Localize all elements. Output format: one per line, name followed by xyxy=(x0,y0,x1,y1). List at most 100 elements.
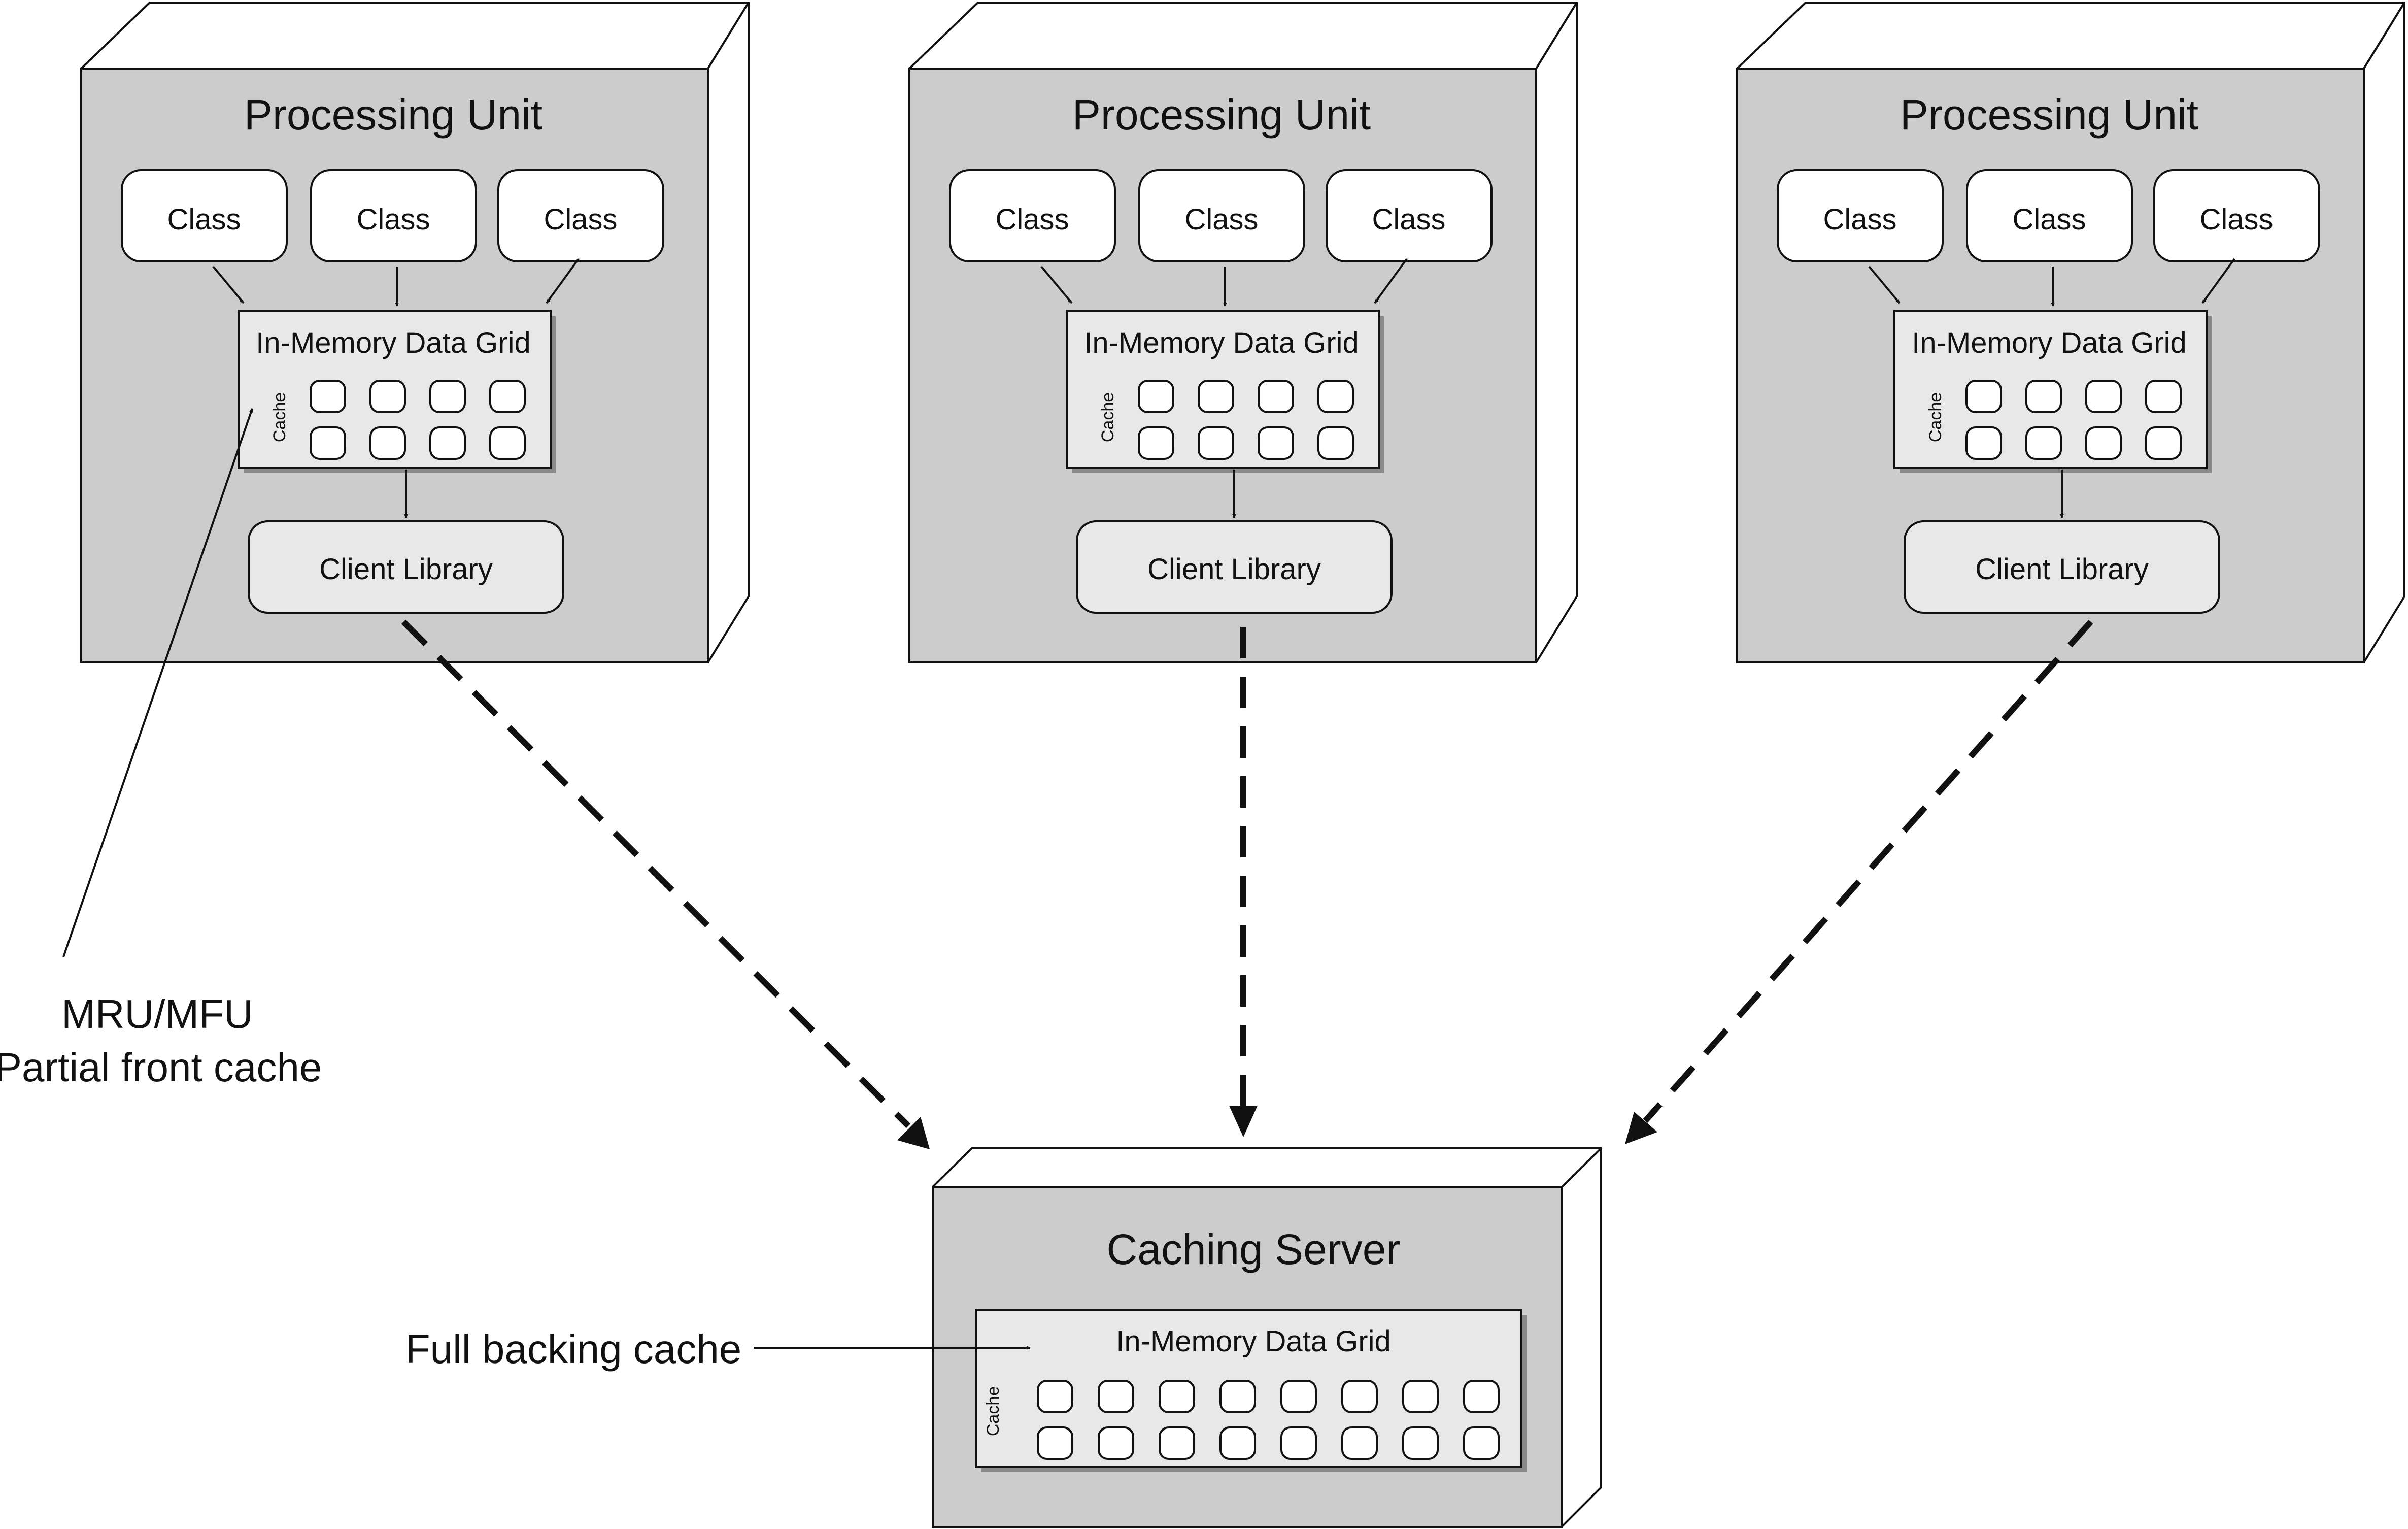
server-box-side xyxy=(1561,1147,1602,1527)
dashed-connection xyxy=(401,619,911,1128)
unit-box-top xyxy=(1736,2,2405,70)
class-label: Class xyxy=(356,203,430,236)
server-cache-slot xyxy=(1341,1380,1378,1413)
dashed-connection-arrowhead xyxy=(1625,1112,1657,1144)
class-box xyxy=(310,169,477,262)
client-library-label: Client Library xyxy=(319,553,493,586)
class-to-grid-arrow xyxy=(1040,265,1073,304)
class-to-grid-arrow xyxy=(2201,258,2235,304)
server-cache-slot xyxy=(1280,1380,1317,1413)
server-cache-slot xyxy=(1219,1426,1256,1460)
unit-title: Processing Unit xyxy=(1072,91,1371,139)
cache-slot xyxy=(1317,426,1354,460)
data-grid-title: In-Memory Data Grid xyxy=(1084,326,1359,359)
data-grid-title: In-Memory Data Grid xyxy=(1912,326,2186,359)
dashed-connection-arrowhead xyxy=(897,1117,930,1149)
class-box xyxy=(1966,169,2133,262)
class-label: Class xyxy=(1372,203,1445,236)
front-cache-label-line2: Partial front cache xyxy=(0,1045,322,1090)
server-cache-slot xyxy=(1159,1380,1195,1413)
cache-label: Cache xyxy=(270,392,289,442)
class-box xyxy=(1326,169,1493,262)
unit-title: Processing Unit xyxy=(244,91,542,139)
server-cache-slot xyxy=(1159,1426,1195,1460)
client-library-box xyxy=(248,520,564,614)
cache-slot xyxy=(2025,426,2062,460)
server-cache-slot xyxy=(1098,1380,1134,1413)
cache-slot xyxy=(429,426,466,460)
server-cache-slot xyxy=(1037,1426,1073,1460)
server-cache-label: Cache xyxy=(983,1386,1003,1436)
cache-slot xyxy=(369,426,406,460)
unit-box-side xyxy=(1535,2,1578,663)
server-title: Caching Server xyxy=(1107,1225,1401,1273)
cache-slot xyxy=(2085,380,2122,413)
unit-box-top xyxy=(80,2,750,70)
class-label: Class xyxy=(544,203,617,236)
front-cache-label-line1: MRU/MFU xyxy=(61,991,253,1037)
cache-slot xyxy=(1258,426,1294,460)
cache-slot xyxy=(2085,426,2122,460)
unit-box-side xyxy=(707,2,750,663)
server-cache-slot xyxy=(1219,1380,1256,1413)
cache-slot xyxy=(489,426,526,460)
server-cache-slot xyxy=(1402,1426,1439,1460)
class-label: Class xyxy=(167,203,241,236)
cache-slot xyxy=(1198,426,1234,460)
class-box xyxy=(1777,169,1944,262)
class-label: Class xyxy=(995,203,1069,236)
unit-box-top xyxy=(908,2,1578,70)
class-label: Class xyxy=(1184,203,1258,236)
class-box xyxy=(121,169,288,262)
class-label: Class xyxy=(2012,203,2086,236)
server-cache-slot xyxy=(1463,1380,1500,1413)
front-cache-pointer xyxy=(62,408,253,957)
cache-slot xyxy=(1965,426,2002,460)
unit-title: Processing Unit xyxy=(1900,91,2198,139)
server-cache-slot xyxy=(1098,1426,1134,1460)
class-to-grid-arrow xyxy=(1374,258,1408,304)
class-box xyxy=(2153,169,2320,262)
client-library-box xyxy=(1076,520,1393,614)
server-box-top xyxy=(932,1147,1602,1188)
server-cache-slot xyxy=(1280,1426,1317,1460)
class-box xyxy=(949,169,1116,262)
server-cache-slot xyxy=(1341,1426,1378,1460)
class-to-grid-arrow xyxy=(546,258,580,304)
server-data-grid-title: In-Memory Data Grid xyxy=(1116,1325,1390,1358)
class-to-grid-arrow xyxy=(1868,265,1901,304)
cache-slot xyxy=(2145,426,2182,460)
cache-slot xyxy=(489,380,526,413)
class-label: Class xyxy=(2199,203,2273,236)
cache-slot xyxy=(1138,380,1174,413)
data-grid-title: In-Memory Data Grid xyxy=(256,326,530,359)
cache-slot xyxy=(310,380,346,413)
cache-slot xyxy=(1258,380,1294,413)
cache-slot xyxy=(1965,380,2002,413)
cache-slot xyxy=(1198,380,1234,413)
server-cache-slot xyxy=(1037,1380,1073,1413)
cache-slot xyxy=(429,380,466,413)
unit-box-side xyxy=(2363,2,2405,663)
cache-label: Cache xyxy=(1926,392,1945,442)
server-cache-slot xyxy=(1402,1380,1439,1413)
client-library-label: Client Library xyxy=(1147,553,1321,586)
backing-cache-label: Full backing cache xyxy=(405,1326,742,1372)
cache-label: Cache xyxy=(1098,392,1117,442)
client-library-label: Client Library xyxy=(1975,553,2149,586)
cache-slot xyxy=(2025,380,2062,413)
cache-slot xyxy=(1317,380,1354,413)
dashed-connection-arrowhead xyxy=(1229,1106,1258,1137)
class-label: Class xyxy=(1823,203,1896,236)
cache-slot xyxy=(2145,380,2182,413)
class-box xyxy=(1138,169,1305,262)
class-to-grid-arrow xyxy=(212,265,245,304)
cache-slot xyxy=(369,380,406,413)
server-cache-slot xyxy=(1463,1426,1500,1460)
cache-slot xyxy=(310,426,346,460)
class-box xyxy=(497,169,664,262)
